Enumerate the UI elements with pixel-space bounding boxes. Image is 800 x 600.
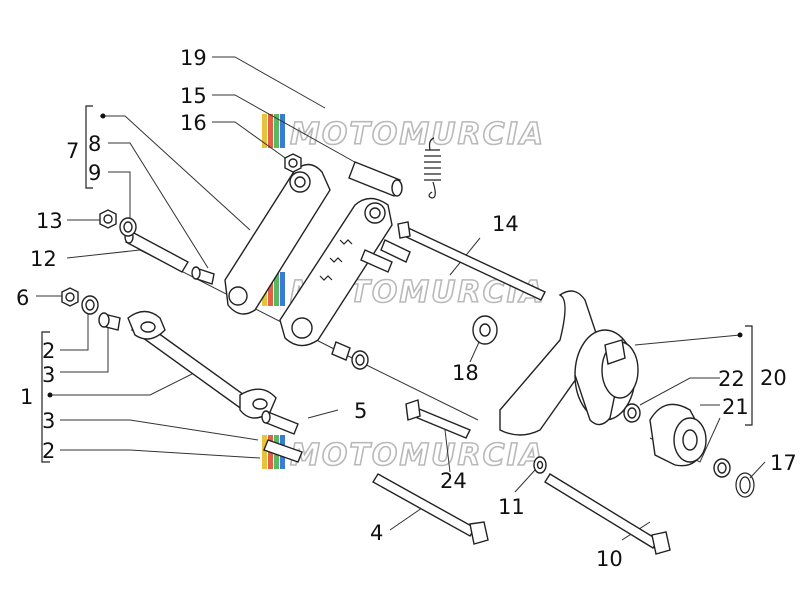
bracket-group-1 [41,331,50,463]
bullet-dot-1 [47,392,53,398]
watermark-text-3: MOTOMURCIA [290,438,545,473]
callout-2b: 2 [42,439,55,463]
callout-24: 24 [440,469,467,493]
callout-13: 13 [36,209,63,233]
callout-18: 18 [452,361,479,385]
callout-12: 12 [30,247,57,271]
callout-3b: 3 [42,409,55,433]
spacer-tube [124,230,189,273]
clamp-ring [574,329,639,426]
callout-14: 14 [492,212,519,236]
bullet-dot-7 [100,113,106,119]
watermark-3: MOTOMURCIA [262,435,545,474]
callout-15: 15 [180,84,207,108]
silentblock-21 [649,403,707,467]
callout-9: 9 [88,161,101,185]
swing-link-left [224,163,331,315]
callout-20: 20 [760,366,787,390]
callout-7: 7 [66,139,79,163]
callout-1: 1 [20,385,33,409]
nut-18 [472,315,498,345]
bolt-24 [405,399,471,439]
callout-17: 17 [770,451,797,475]
callout-8: 8 [88,132,101,156]
washer-right [713,458,731,478]
washer-9 [119,217,137,237]
callout-19: 19 [180,46,207,70]
bolt-10 [544,473,671,555]
pin-15 [348,161,403,197]
swing-link-right [279,197,393,347]
nut-16 [284,153,302,173]
pin-5 [263,439,303,463]
bushing-3 [98,312,121,331]
callout-6: 6 [16,286,29,310]
bushing-8 [191,266,215,285]
callout-2a: 2 [42,339,55,363]
bushing-lower-3 [261,410,299,435]
callout-10: 10 [596,547,623,571]
circlip-17 [735,472,755,498]
callout-11: 11 [498,495,525,519]
callout-4: 4 [370,521,383,545]
stud-rods [360,239,411,273]
bracket-group-20 [745,325,753,426]
washer-2 [81,295,99,315]
bullet-dot-20 [737,332,743,338]
callout-21: 21 [722,395,749,419]
bushing-22 [623,403,641,423]
callout-22: 22 [718,367,745,391]
watermark-1: MOTOMURCIA [262,114,545,153]
watermark-text-1: MOTOMURCIA [290,117,545,152]
bracket-group-7 [85,105,93,189]
bolt-14 [397,221,546,301]
bolt-4 [372,473,489,545]
nut-6 [61,287,79,307]
spring-19 [424,137,441,199]
mount-bracket [499,290,601,436]
callout-16: 16 [180,111,207,135]
callout-3a: 3 [42,363,55,387]
nut-13 [99,209,117,229]
callout-5: 5 [354,399,367,423]
pivot-shaft [127,310,277,419]
bushing-mid [331,341,369,370]
washer-11 [533,456,547,474]
